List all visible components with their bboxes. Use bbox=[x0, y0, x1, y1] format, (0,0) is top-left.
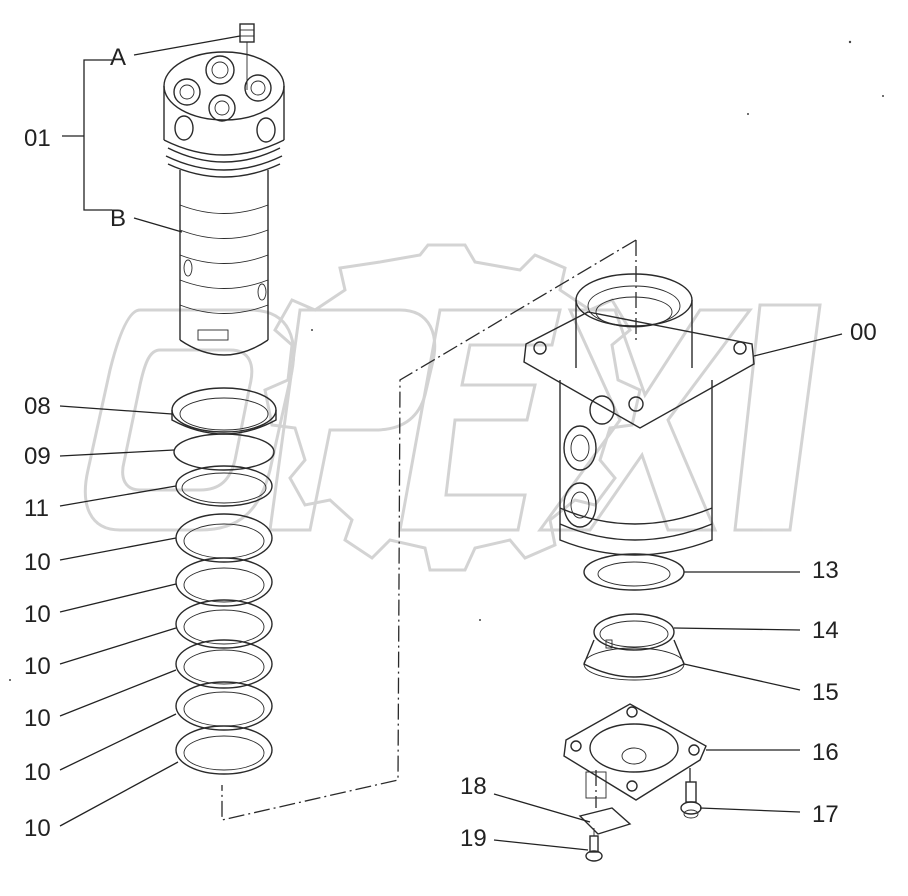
seal-ring-stack bbox=[171, 387, 277, 775]
plate-18-drawing bbox=[578, 807, 632, 835]
bolt-17-drawing bbox=[680, 781, 702, 819]
label-part-10-fourth: 10 bbox=[24, 705, 51, 732]
spool-shaft-drawing bbox=[163, 23, 285, 356]
label-part-08: 08 bbox=[24, 393, 51, 420]
label-part-19: 19 bbox=[460, 825, 487, 852]
scan-specks bbox=[9, 40, 884, 681]
cover-16-drawing bbox=[563, 703, 707, 801]
watermark-logo bbox=[83, 243, 822, 572]
label-part-14: 14 bbox=[812, 617, 839, 644]
label-part-15: 15 bbox=[812, 679, 839, 706]
label-part-01: 01 bbox=[24, 125, 51, 152]
label-part-10-sixth: 10 bbox=[24, 815, 51, 842]
label-part-16: 16 bbox=[812, 739, 839, 766]
dust-seal-15-drawing bbox=[583, 639, 685, 681]
label-part-10-second: 10 bbox=[24, 601, 51, 628]
leader-lines bbox=[59, 333, 843, 851]
label-b: B bbox=[110, 205, 126, 232]
label-part-11: 11 bbox=[24, 495, 49, 522]
label-part-09: 09 bbox=[24, 443, 51, 470]
label-part-00: 00 bbox=[850, 319, 877, 346]
label-part-18: 18 bbox=[460, 773, 487, 800]
seal-13-drawing bbox=[583, 553, 685, 591]
label-part-10-fifth: 10 bbox=[24, 759, 51, 786]
label-part-17: 17 bbox=[812, 801, 839, 828]
screw-19-drawing bbox=[585, 828, 603, 862]
label-part-13: 13 bbox=[812, 557, 839, 584]
label-a: A bbox=[110, 44, 126, 71]
bracket-01 bbox=[62, 35, 241, 233]
label-part-10-first: 10 bbox=[24, 549, 51, 576]
label-part-10-third: 10 bbox=[24, 653, 51, 680]
housing-drawing bbox=[523, 273, 755, 556]
snap-ring-14-drawing bbox=[593, 613, 675, 651]
